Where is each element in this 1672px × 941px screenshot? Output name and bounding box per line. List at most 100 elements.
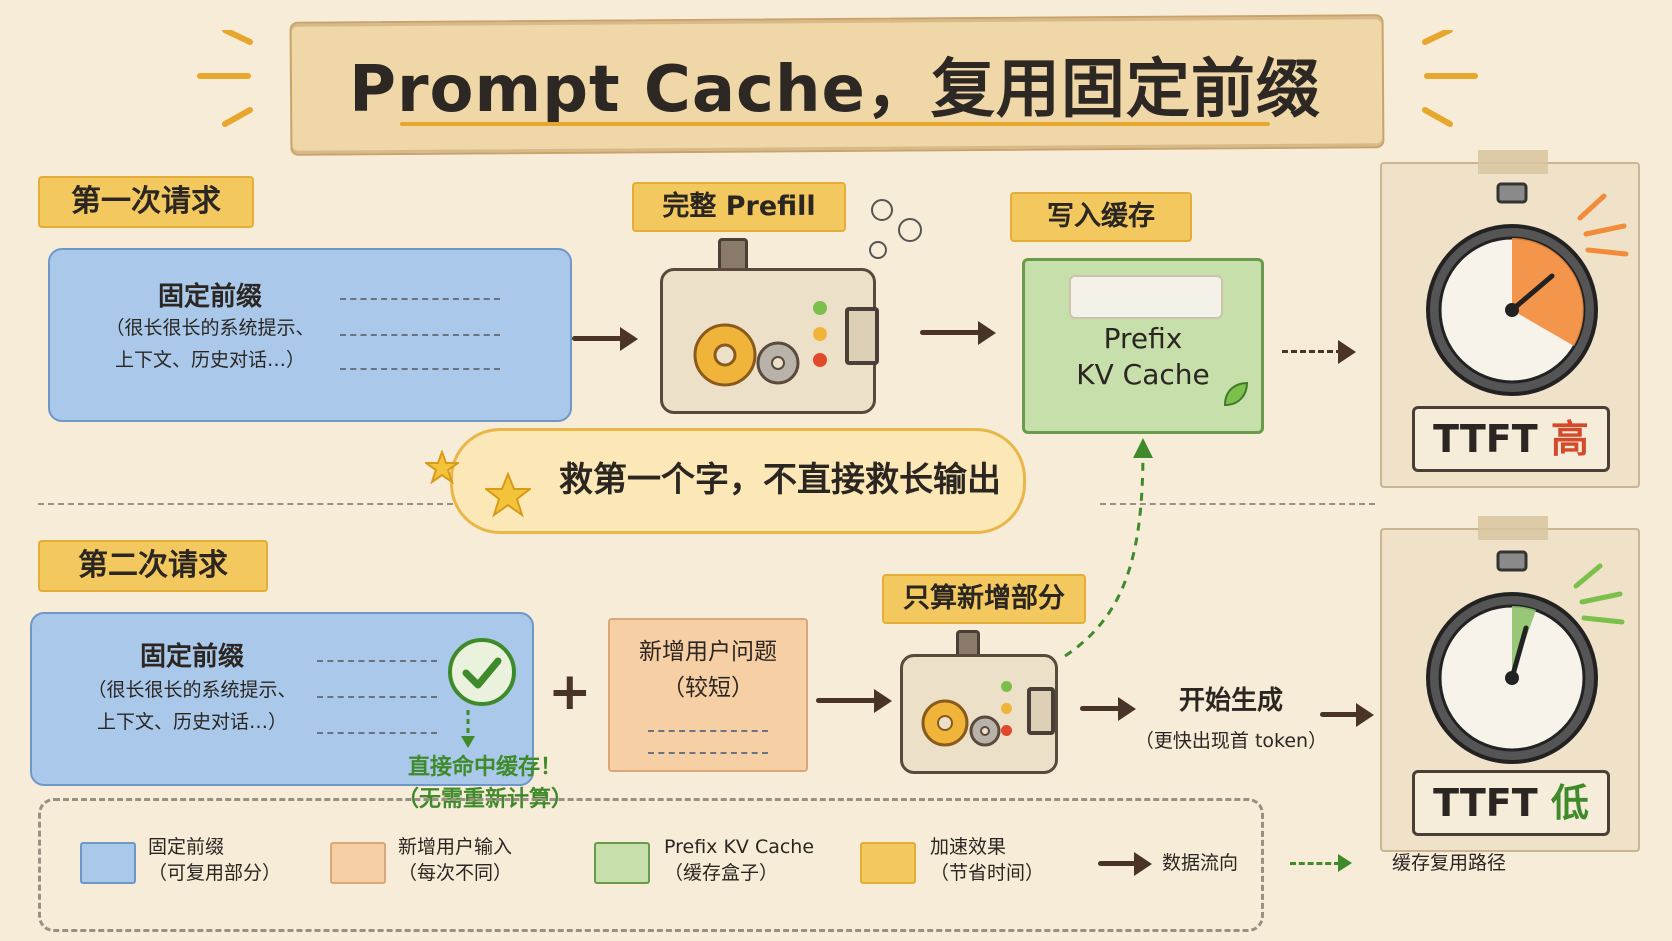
legend: [38, 798, 1264, 932]
cache-hit-line-1: 直接命中缓存！: [407, 755, 562, 780]
flow-arrow: [572, 336, 622, 341]
second-request-tag: 第二次请求: [38, 540, 268, 592]
arrow-head: [1338, 854, 1352, 872]
prefix-desc-line-2: 上下文、历史对话…）: [114, 349, 305, 371]
indicator-light: [1001, 703, 1012, 714]
plus-sign: +: [548, 662, 592, 722]
star-icon: [485, 472, 531, 518]
new-question-text: 新增用户问题 （较短）: [610, 634, 806, 706]
reuse-dash-arrow: [1282, 350, 1342, 353]
legend-speed-line-2: （节省时间）: [930, 862, 1045, 884]
flow-arrow: [1080, 706, 1120, 711]
page-title: Prompt Cache，复用固定前缀: [349, 53, 1321, 127]
motion-lines-icon: [1577, 193, 1629, 257]
prefill-tag: 完整 Prefill: [632, 182, 846, 232]
new-user-question-card: 新增用户问题 （较短）: [608, 618, 808, 772]
legend-flow-arrow: [1098, 861, 1138, 866]
legend-new-line-1: 新增用户输入: [398, 836, 513, 858]
star-icon: [425, 450, 459, 484]
ttft-high-label: TTFT 高: [1412, 406, 1610, 472]
prefix-desc-line-1: （很长很长的系统提示、: [87, 679, 297, 701]
text-placeholder-line: [340, 334, 500, 336]
cache-label: Prefix KV Cache: [1025, 321, 1261, 393]
ttft-text: TTFT: [1433, 417, 1538, 461]
write-cache-tag: 写入缓存: [1010, 192, 1192, 242]
callout-text: 救第一个字，不直接救长输出: [559, 460, 1001, 500]
cache-label-line-2: KV Cache: [1076, 358, 1210, 391]
section-divider: [1100, 503, 1375, 505]
start-generation-note: （更快出现首 token）: [1134, 730, 1328, 752]
legend-new-input: 新增用户输入 （每次不同）: [398, 834, 512, 886]
cache-label-line-1: Prefix: [1103, 322, 1183, 355]
flow-arrow: [816, 698, 876, 703]
checkmark-icon: [448, 638, 516, 706]
arrow-head: [1356, 703, 1374, 727]
indicator-light: [813, 327, 827, 341]
legend-flow: 数据流向: [1162, 852, 1239, 874]
prefix-title: 固定前缀: [139, 642, 244, 672]
sparkle-icon-left: [197, 30, 253, 127]
title-underline: [400, 122, 1270, 126]
ttft-level-low: 低: [1550, 781, 1589, 825]
indicator-light: [813, 301, 827, 315]
tape: [1478, 516, 1548, 540]
arrow-head: [1118, 697, 1136, 721]
text-placeholder-line: [340, 368, 500, 370]
prefix-title: 固定前缀: [157, 282, 262, 312]
legend-prefix: 固定前缀 （可复用部分）: [148, 834, 281, 886]
ttft-low-label: TTFT 低: [1412, 770, 1610, 836]
legend-cache-line-1: Prefix KV Cache: [664, 836, 815, 858]
compute-new-tag: 只算新增部分: [882, 574, 1086, 624]
text-placeholder-line: [648, 730, 768, 732]
ttft-level-high: 高: [1550, 417, 1589, 461]
text-placeholder-line: [317, 660, 437, 662]
arrow-head: [1134, 852, 1152, 876]
indicator-light: [1001, 681, 1012, 692]
indicator-light: [1001, 725, 1012, 736]
legend-cache-line-2: （缓存盒子）: [664, 862, 779, 884]
flow-arrow: [920, 330, 980, 335]
arrow-head: [874, 689, 892, 713]
legend-new-line-2: （每次不同）: [398, 862, 513, 884]
gear-icon: [693, 323, 800, 387]
text-placeholder-line: [317, 696, 437, 698]
legend-speed: 加速效果 （节省时间）: [930, 834, 1044, 886]
cache-card: [1069, 275, 1223, 319]
prefix-desc-line-1: （很长很长的系统提示、: [105, 317, 315, 339]
legend-prefix-line-1: 固定前缀: [148, 836, 225, 858]
leaf-icon: [1223, 381, 1249, 407]
machine-handle: [1027, 687, 1055, 735]
gear-icon: [921, 699, 1001, 747]
arrow-head: [978, 321, 996, 345]
text-placeholder-line: [317, 732, 437, 734]
callout-cloud: [450, 428, 1026, 534]
prefix-desc-line-2: 上下文、历史对话…）: [96, 711, 287, 733]
legend-swatch-speed: [860, 842, 916, 884]
first-request-tag: 第一次请求: [38, 176, 254, 228]
stopwatch-icon: [1426, 182, 1598, 396]
steam-icon: [869, 199, 922, 259]
legend-prefix-line-2: （可复用部分）: [148, 862, 282, 884]
new-question-line-2: （较短）: [662, 675, 754, 701]
start-generation-text: 开始生成: [1178, 686, 1283, 716]
down-arrow-icon: [461, 710, 475, 748]
prefill-machine: [660, 268, 879, 414]
legend-speed-line-1: 加速效果: [930, 836, 1007, 858]
legend-swatch-prefix: [80, 842, 136, 884]
legend-swatch-new-input: [330, 842, 386, 884]
prefix-desc: （很长很长的系统提示、 上下文、历史对话…）: [52, 674, 332, 738]
prefix-desc: （很长很长的系统提示、 上下文、历史对话…）: [70, 312, 350, 376]
arrow-head: [620, 327, 638, 351]
legend-reuse-arrow: [1290, 862, 1340, 865]
new-question-line-1: 新增用户问题: [639, 639, 777, 665]
text-placeholder-line: [648, 752, 768, 754]
indicator-light: [813, 353, 827, 367]
ttft-text: TTFT: [1433, 781, 1538, 825]
section-divider: [38, 503, 453, 505]
legend-swatch-cache: [594, 842, 650, 884]
motion-lines-icon: [1573, 563, 1625, 625]
arrow-head: [1338, 340, 1356, 364]
stopwatch-icon: [1426, 550, 1598, 764]
legend-cache: Prefix KV Cache （缓存盒子）: [664, 834, 814, 886]
flow-arrow: [1320, 712, 1360, 717]
